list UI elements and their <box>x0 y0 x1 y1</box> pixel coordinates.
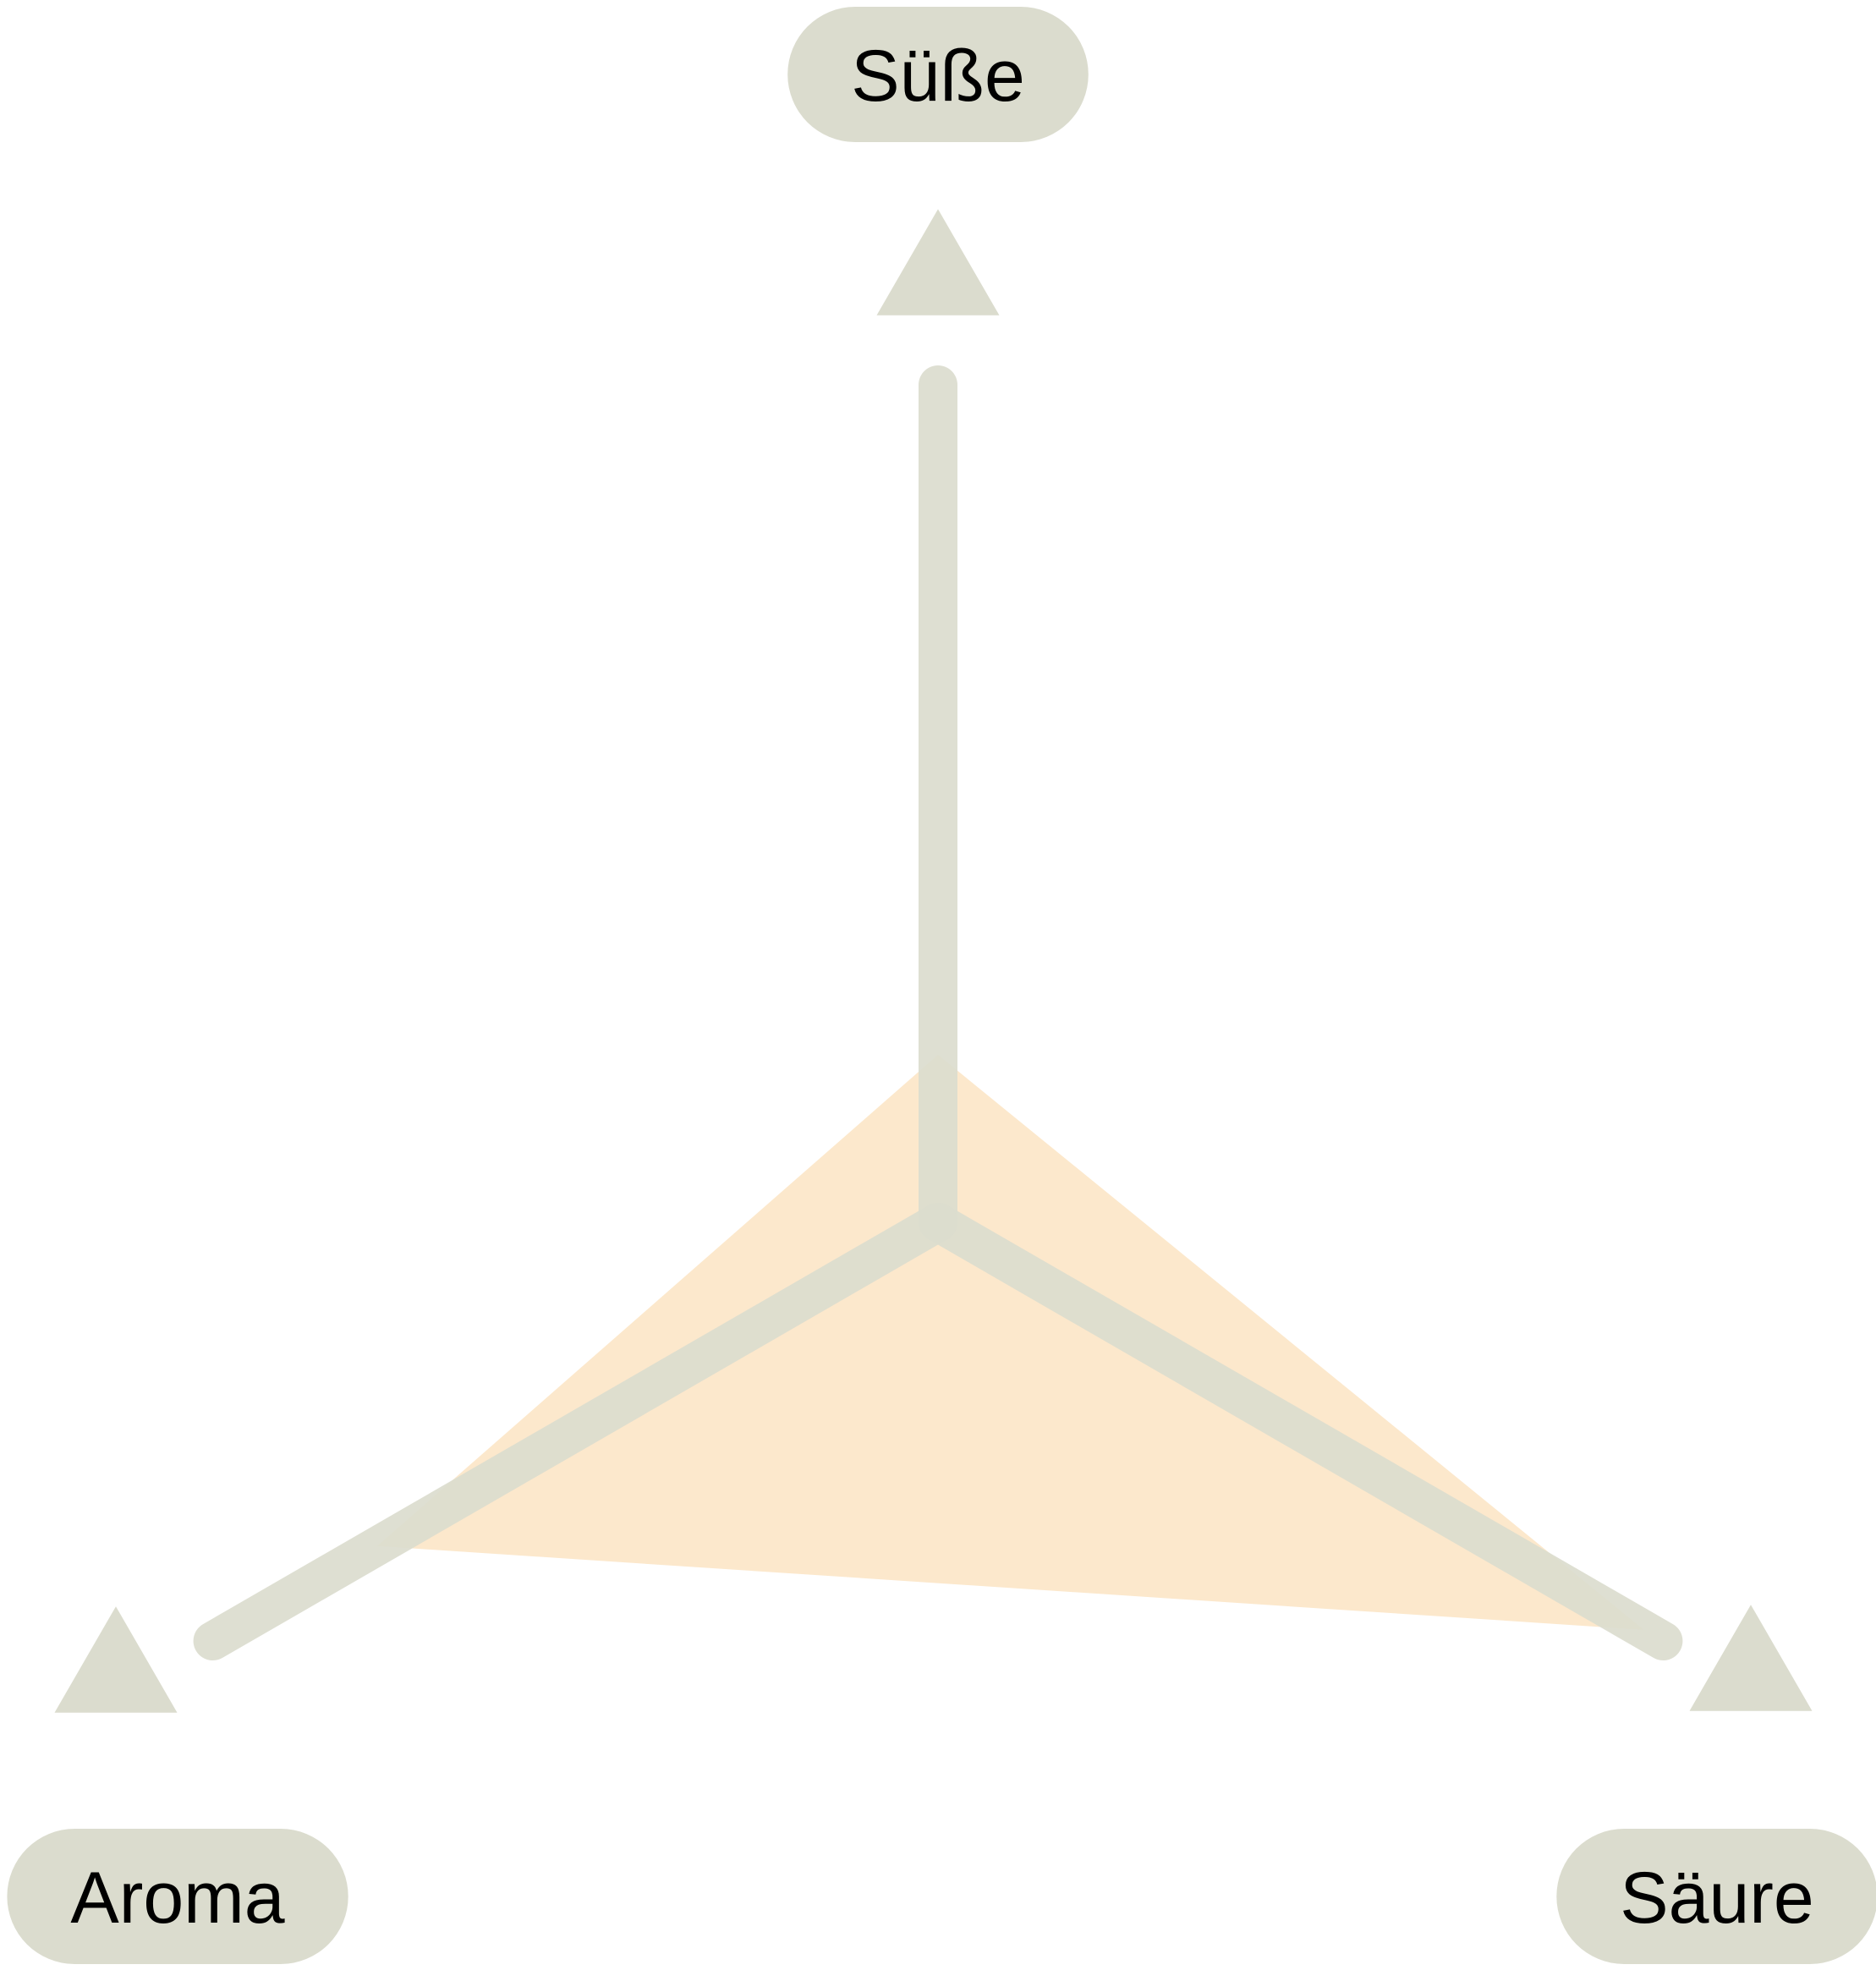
axis-line-saeure <box>919 1203 1683 1660</box>
axis-line-aroma <box>193 1203 957 1660</box>
axis-label-suesse: Süße <box>787 7 1089 142</box>
series-layer <box>377 1055 1644 1630</box>
axis-label-pill-suesse <box>787 7 1089 142</box>
axis-label-saeure: Säure <box>1556 1829 1876 1964</box>
axis-label-aroma: Aroma <box>7 1829 348 1964</box>
series-area-0 <box>377 1055 1644 1630</box>
axis-label-pill-saeure <box>1556 1829 1876 1964</box>
axis-arrow-saeure <box>1689 1605 1813 1711</box>
axis-label-text-suesse: Süße <box>851 36 1025 117</box>
axis-arrow-aroma <box>54 1606 178 1713</box>
axes-layer <box>54 209 1813 1713</box>
axis-label-pill-aroma <box>7 1829 348 1964</box>
axis-arrow-suesse <box>876 209 1000 316</box>
axis-label-text-saeure: Säure <box>1620 1858 1814 1939</box>
axis-label-text-aroma: Aroma <box>70 1858 284 1939</box>
